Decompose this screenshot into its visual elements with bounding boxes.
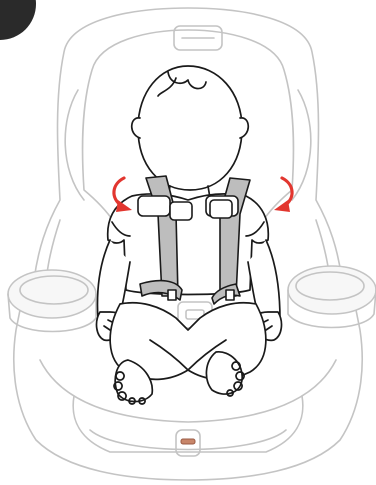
curved-arrow-right-icon bbox=[274, 178, 292, 212]
step-badge bbox=[0, 0, 36, 40]
harness-slot-left bbox=[138, 196, 170, 216]
cup-holder-left bbox=[8, 270, 96, 332]
cup-holder-right bbox=[288, 266, 376, 328]
child-figure bbox=[97, 66, 282, 404]
